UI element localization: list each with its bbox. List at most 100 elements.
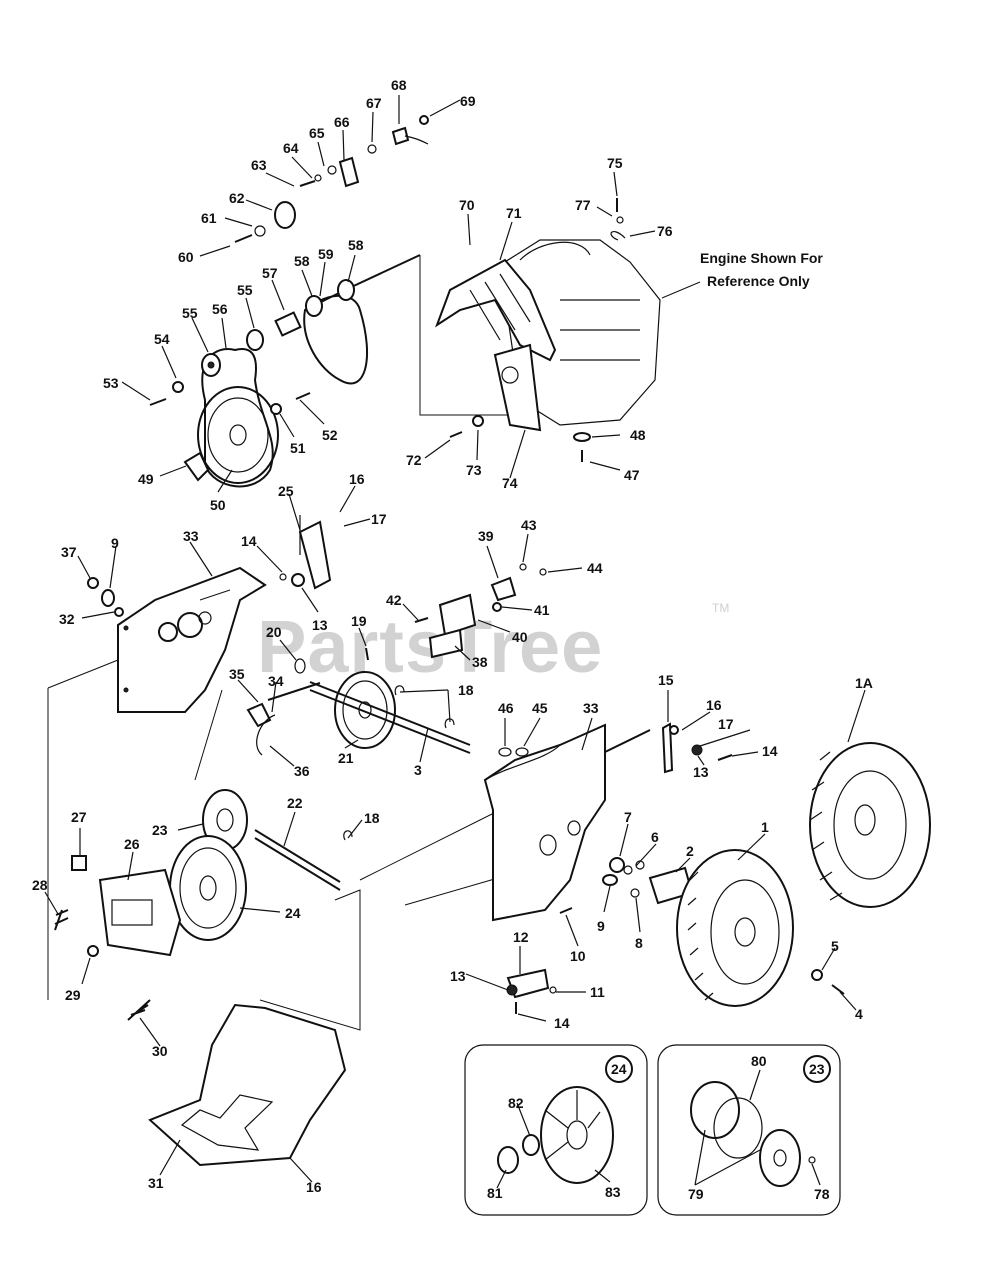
callout-53: 53 <box>103 375 119 391</box>
callout-74: 74 <box>502 475 518 491</box>
right-side-plate-33 <box>483 723 606 922</box>
callout-57: 57 <box>262 265 278 281</box>
inset-24-badge-label: 24 <box>611 1061 627 1077</box>
callout-13b: 13 <box>693 764 709 780</box>
callout-14c: 14 <box>554 1015 570 1031</box>
callout-63: 63 <box>251 157 267 173</box>
callout-1: 1 <box>761 819 769 835</box>
inset-23-frame <box>657 1044 841 1216</box>
callout-labels: 68 69 67 66 65 64 63 62 61 60 75 77 76 7… <box>32 77 873 1195</box>
callout-40: 40 <box>512 629 528 645</box>
callout-75: 75 <box>607 155 623 171</box>
callout-11: 11 <box>590 984 605 1000</box>
engine-outline <box>499 239 661 426</box>
callout-23: 23 <box>152 822 168 838</box>
callout-36: 36 <box>294 763 310 779</box>
bracket-40 <box>438 593 477 637</box>
callout-83: 83 <box>605 1184 621 1200</box>
gear-21 <box>334 671 396 749</box>
wheel-1A <box>809 742 931 908</box>
callout-70: 70 <box>459 197 475 213</box>
belt-56 <box>201 348 274 488</box>
callout-26: 26 <box>124 836 140 852</box>
callout-9b: 9 <box>597 918 605 934</box>
callout-13c: 13 <box>450 968 466 984</box>
callout-67: 67 <box>366 95 382 111</box>
callout-4: 4 <box>855 1006 863 1022</box>
callout-6: 6 <box>651 829 659 845</box>
inset-23-badge-label: 23 <box>809 1061 825 1077</box>
callout-55a: 55 <box>237 282 253 298</box>
callout-81: 81 <box>487 1185 503 1201</box>
watermark-text: PartsTree <box>257 605 603 688</box>
idler-55b <box>246 329 264 351</box>
engine-note-line2: Reference Only <box>707 273 810 289</box>
idler-58a <box>305 295 323 317</box>
watermark-trademark: TM <box>712 601 729 615</box>
belt-cover-71 <box>435 258 557 362</box>
callout-73: 73 <box>466 462 482 478</box>
callout-79: 79 <box>688 1186 704 1202</box>
callout-22: 22 <box>287 795 303 811</box>
callout-2: 2 <box>686 843 694 859</box>
callout-28: 28 <box>32 877 48 893</box>
inset-24-badge <box>605 1055 633 1083</box>
callout-12: 12 <box>513 929 529 945</box>
callout-38: 38 <box>472 654 488 670</box>
engine-note-line1: Engine Shown For <box>700 250 823 266</box>
callout-3: 3 <box>414 762 422 778</box>
inset-23: 23 80 79 78 <box>657 1044 841 1216</box>
callout-61: 61 <box>201 210 217 226</box>
callout-54: 54 <box>154 331 170 347</box>
callout-48: 48 <box>630 427 646 443</box>
callout-16a: 16 <box>349 471 365 487</box>
callout-5: 5 <box>831 938 839 954</box>
callout-27: 27 <box>71 809 87 825</box>
idler-58b <box>337 279 355 301</box>
bracket-26 <box>98 868 182 957</box>
callout-42: 42 <box>386 592 402 608</box>
inset-24: 24 82 81 83 <box>464 1044 648 1216</box>
callout-20: 20 <box>266 624 282 640</box>
callout-7: 7 <box>624 809 632 825</box>
callout-45: 45 <box>532 700 548 716</box>
callout-14a: 14 <box>241 533 257 549</box>
callout-16c: 16 <box>306 1179 322 1195</box>
drive-plate-24 <box>169 835 247 941</box>
callout-18a: 18 <box>458 682 474 698</box>
callout-49: 49 <box>138 471 154 487</box>
callout-32: 32 <box>59 611 75 627</box>
frame-cover-31 <box>148 1003 347 1167</box>
right-frame-group <box>483 722 931 1014</box>
callout-72: 72 <box>406 452 422 468</box>
callout-65: 65 <box>309 125 325 141</box>
callout-29: 29 <box>65 987 81 1003</box>
callout-14b: 14 <box>762 743 778 759</box>
callout-52: 52 <box>322 427 338 443</box>
callout-82: 82 <box>508 1095 524 1111</box>
callout-17a: 17 <box>371 511 387 527</box>
callout-58a: 58 <box>294 253 310 269</box>
callout-25: 25 <box>278 483 294 499</box>
callout-68: 68 <box>391 77 407 93</box>
callout-60: 60 <box>178 249 194 265</box>
bracket-38 <box>428 628 464 659</box>
inset-24-frame <box>464 1044 648 1216</box>
callout-8: 8 <box>635 935 643 951</box>
callout-10: 10 <box>570 948 586 964</box>
callout-76: 76 <box>657 223 673 239</box>
callout-46: 46 <box>498 700 514 716</box>
callout-64: 64 <box>283 140 299 156</box>
callout-39: 39 <box>478 528 494 544</box>
callout-80: 80 <box>751 1053 767 1069</box>
engine-reference <box>435 198 701 462</box>
callout-78: 78 <box>814 1186 830 1202</box>
callout-58b: 58 <box>348 237 364 253</box>
callout-1A: 1A <box>855 675 873 691</box>
callout-66: 66 <box>334 114 350 130</box>
left-side-plate-33 <box>117 566 267 713</box>
inset-23-badge <box>803 1055 831 1083</box>
auger-pulley-50 <box>197 386 279 484</box>
engine-bracket-74 <box>493 343 542 432</box>
